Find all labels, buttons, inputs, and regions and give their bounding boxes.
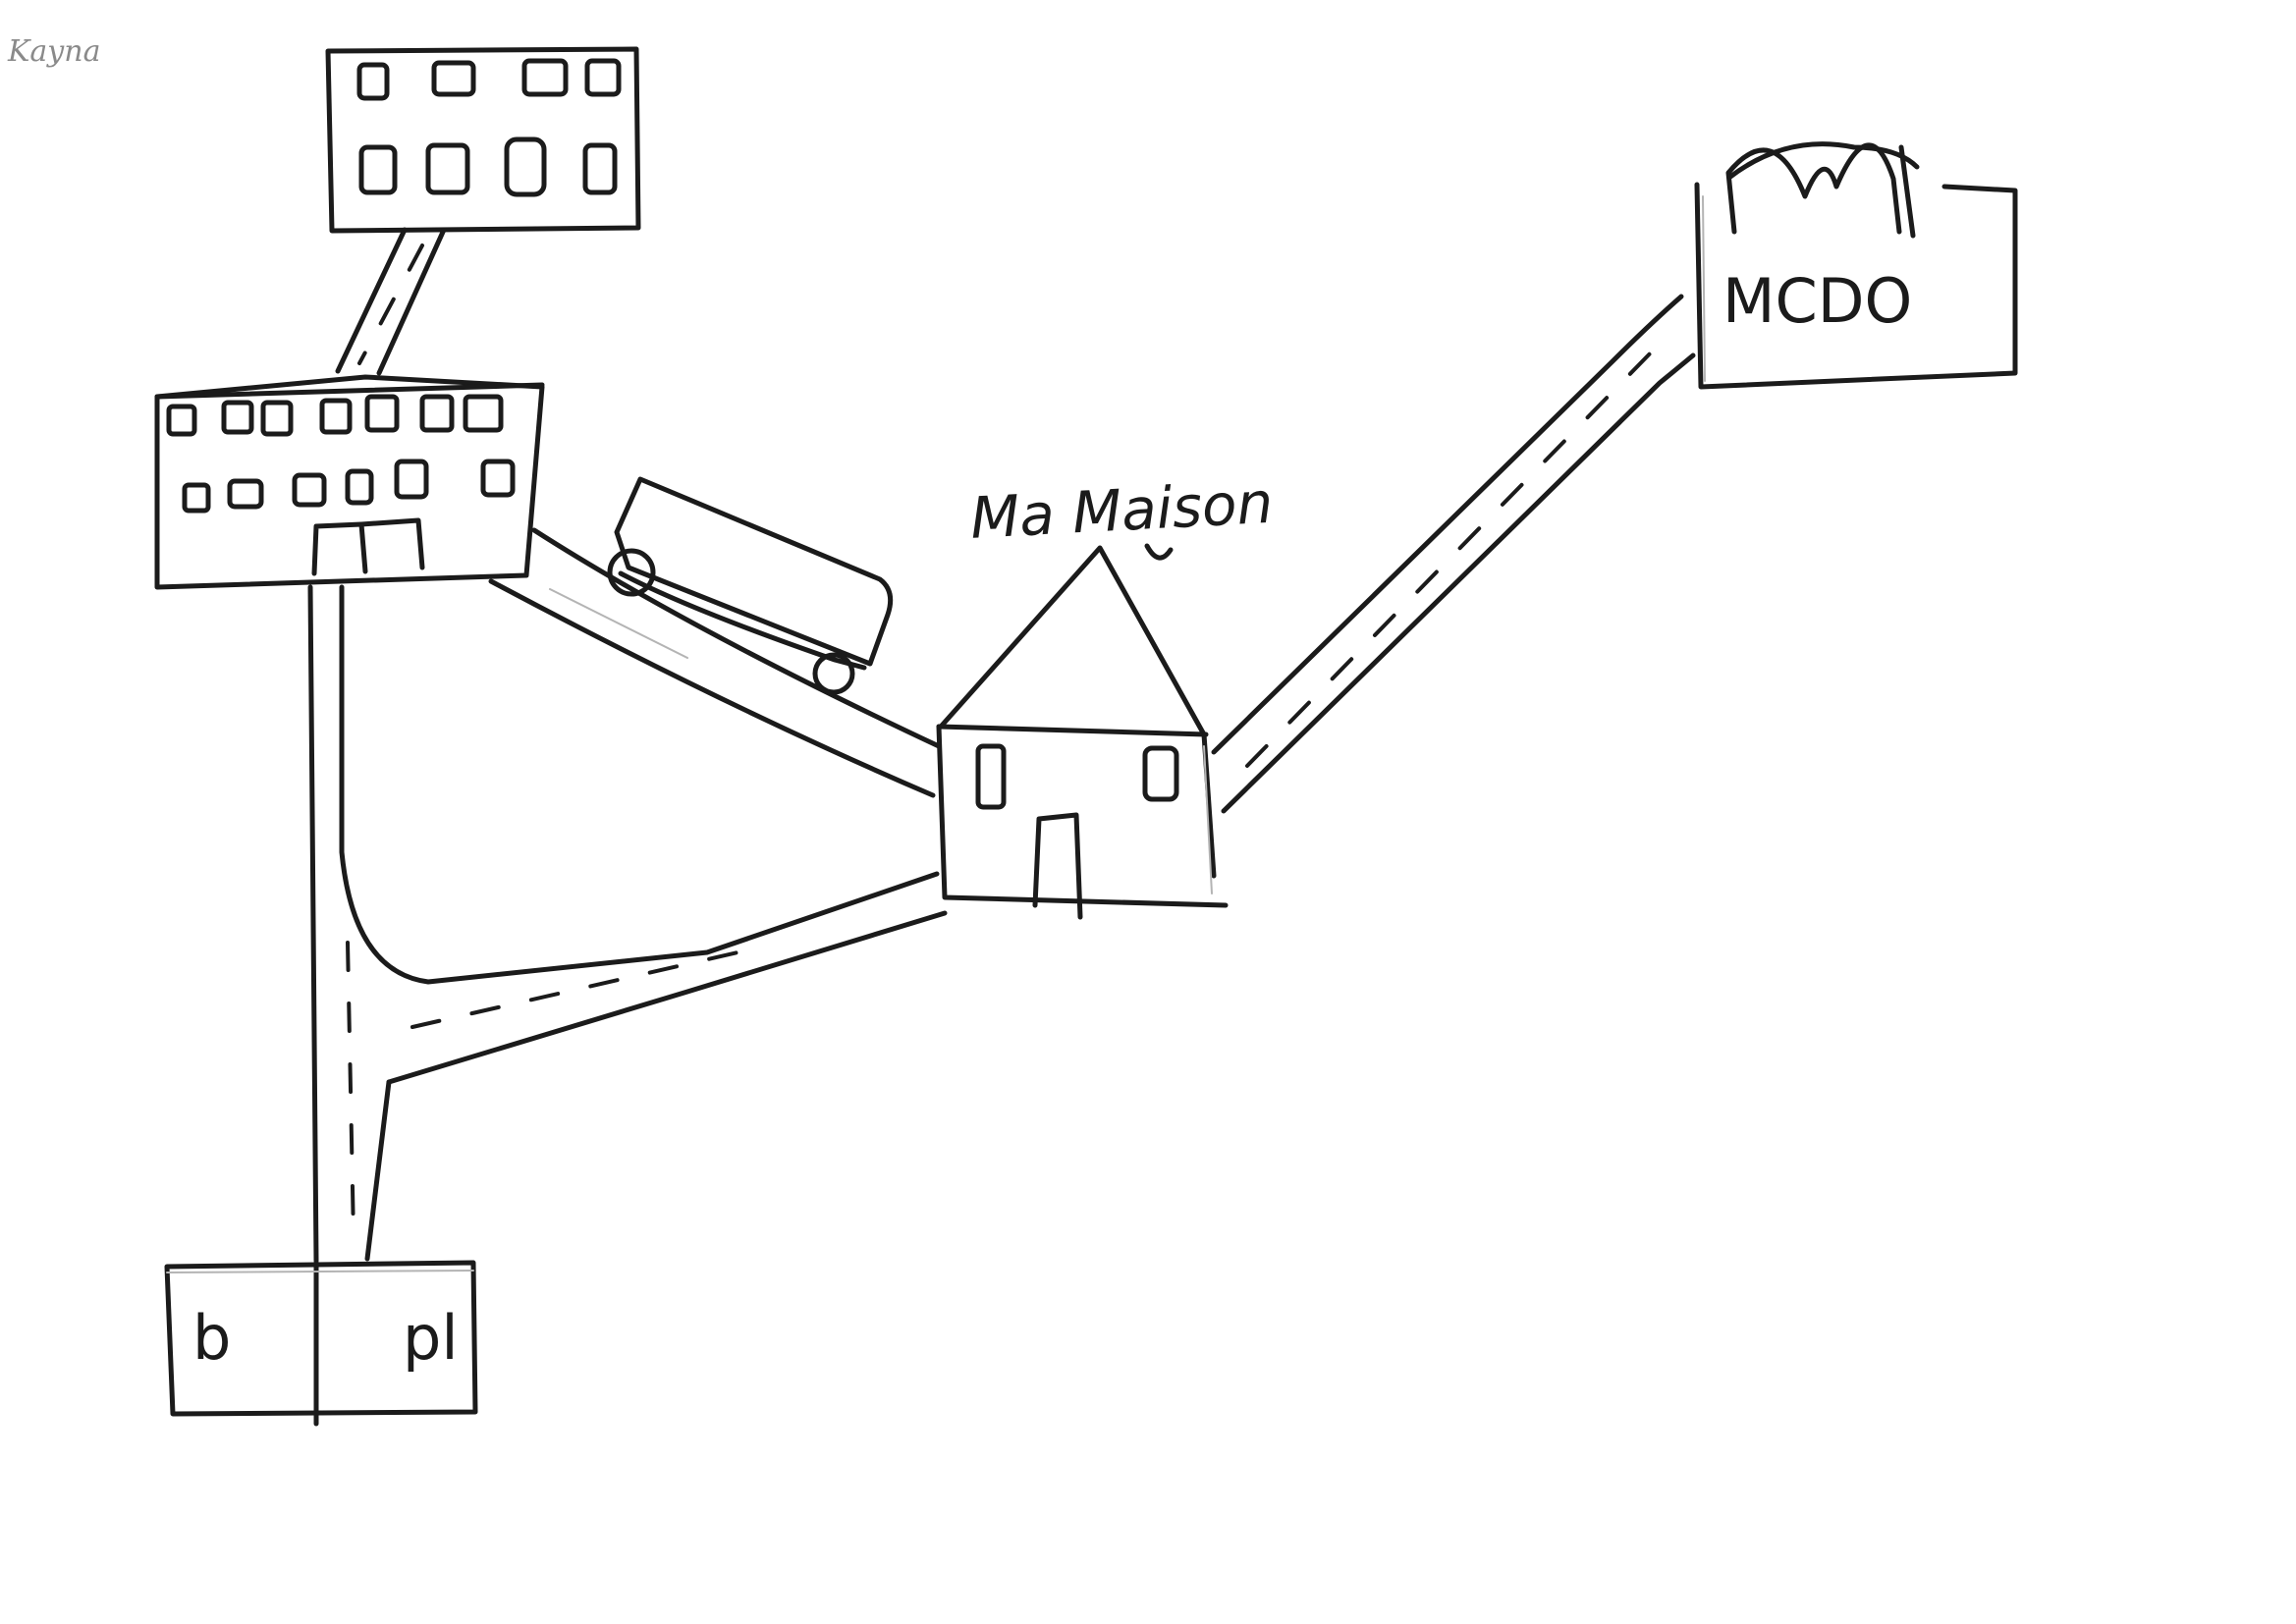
- road-school-to-shop: [307, 584, 948, 1264]
- mcdo-logo-arches: [1725, 142, 1902, 235]
- my-house: [936, 545, 1229, 920]
- mcdo-restaurant: [1694, 141, 2018, 390]
- top-apartment-building: [325, 46, 641, 234]
- bottom-shop: [164, 1260, 478, 1427]
- road-school-to-house: [488, 527, 942, 798]
- mcdo-label: MCDO: [1722, 265, 1912, 337]
- house-label: Ma Maison: [968, 469, 1274, 552]
- road-house-to-mcdo: [1211, 294, 1696, 814]
- author-signature: Kayna: [7, 34, 100, 69]
- shop-label-left: b: [192, 1302, 231, 1374]
- road-top-to-school: [335, 227, 447, 376]
- bus-vehicle: [607, 476, 894, 695]
- shop-label-right: pl: [403, 1302, 459, 1374]
- school-building: [154, 374, 545, 590]
- smiley-accent: [1144, 543, 1174, 561]
